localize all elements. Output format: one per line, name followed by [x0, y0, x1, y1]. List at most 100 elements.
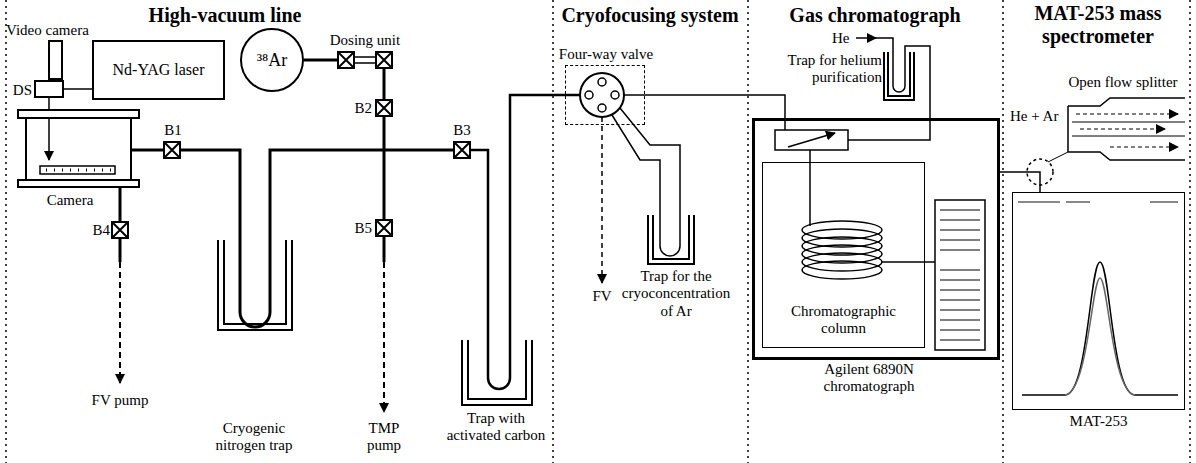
valve-outlet: [624, 94, 645, 96]
helium-arrow: [856, 37, 876, 39]
chromatograph-box: Agilent 6890N chromatographChromatograph…: [752, 118, 1000, 360]
valve-symbol: [164, 142, 180, 158]
valve-symbol: [338, 52, 354, 68]
laser-box: Nd-YAG laser: [92, 40, 225, 100]
valve-label: B4: [86, 222, 110, 239]
valve-label: B1: [161, 122, 185, 139]
valve-label: B5: [348, 220, 372, 237]
dewar: [218, 240, 292, 330]
laser-beam: [48, 98, 50, 160]
node-text: Agilent 6890N chromatograph: [809, 361, 929, 396]
node-text: DS: [13, 82, 32, 99]
valve-port: [598, 104, 606, 112]
text-holder: Nd-YAG laser: [94, 61, 223, 79]
text-holder: Four-way valve: [541, 46, 671, 63]
chamber-flange: [18, 110, 139, 118]
dewar: [884, 52, 914, 100]
ds-box: DS: [34, 80, 64, 98]
valve-rotor: [580, 73, 624, 117]
text-holder: Agilent 6890N chromatograph: [809, 361, 929, 396]
samples: [46, 169, 111, 172]
column-outlet: [882, 261, 935, 263]
dewar: [462, 340, 532, 405]
section-heading: Cryofocusing system: [555, 4, 745, 27]
text-holder: ³⁸Ar: [242, 50, 302, 71]
node-text: Four-way valve: [541, 46, 671, 63]
part-label: Trap for the cryoconcentration of Ar: [616, 268, 736, 320]
chromatograph-drawing: [775, 38, 985, 350]
column-coil: [802, 261, 882, 279]
text-holder: MAT-253: [1013, 413, 1184, 430]
divider: [1002, 0, 1004, 463]
part-label: Open flow splitter: [1058, 74, 1188, 91]
mass-spectrometer-drawing: [1018, 98, 1185, 395]
reactor: [935, 200, 985, 350]
valve-symbol: [376, 100, 392, 116]
valve-symbol: [376, 52, 392, 68]
pump-arrow: [383, 262, 385, 412]
text-holder: DS: [13, 82, 32, 99]
valve-symbol: [454, 142, 470, 158]
valve-symbol: [376, 220, 392, 236]
part-label: Dosing unit: [325, 32, 405, 49]
part-label: FV: [588, 288, 616, 305]
valve-label: B3: [450, 122, 474, 139]
part-label: Cryogenic nitrogen trap: [203, 420, 305, 455]
gas-label: He: [832, 30, 856, 47]
gas-label: He + Ar: [1010, 108, 1066, 125]
dosing-pipe: [354, 57, 376, 63]
section-heading: High-vacuum line: [130, 4, 320, 27]
divider: [5, 0, 7, 463]
column-coil: [802, 253, 882, 271]
flow-arrow: [1110, 147, 1178, 148]
camera-box: Video camera: [48, 40, 63, 80]
sample-holder: [40, 166, 115, 174]
valve-symbol: [454, 142, 470, 158]
detail-leader: [1048, 152, 1068, 162]
divider: [747, 0, 749, 463]
trap-tube: [612, 108, 680, 256]
part-label: Trap for helium purification: [780, 52, 882, 87]
valve-box: Four-way valve: [565, 65, 645, 125]
valve-port: [611, 91, 619, 99]
peak-curve: [1065, 278, 1135, 395]
part-label: FV pump: [84, 392, 156, 409]
valve-port: [585, 91, 593, 99]
oven-box: Chromatographic column: [762, 162, 925, 348]
connector: [1000, 172, 1040, 192]
section-dividers: [6, 0, 1190, 463]
node-text: MAT-253: [1013, 413, 1184, 430]
part-label: TMP pump: [362, 420, 406, 455]
vacuum-line: [18, 57, 580, 412]
section-heading: Gas chromatograph: [750, 4, 1000, 27]
divider: [552, 0, 554, 463]
node-text: ³⁸Ar: [242, 50, 302, 71]
injector-arrow: [788, 133, 835, 147]
injector: [775, 130, 848, 150]
ms-screen: MAT-253: [1012, 192, 1185, 410]
valve-symbol: [338, 52, 354, 68]
valve-symbol: [112, 222, 128, 238]
valve-symbol: [164, 142, 180, 158]
dewar: [648, 215, 694, 264]
screen-toolbar: [1018, 201, 1178, 203]
peak-curve: [1022, 262, 1178, 395]
valve-port: [598, 78, 606, 86]
valve-symbol: [376, 52, 392, 68]
node-text: Video camera: [6, 22, 89, 39]
section-heading: MAT-253 mass spectrometer: [1008, 2, 1188, 48]
cryofocusing-drawing: [580, 73, 694, 283]
flow-arrow: [1076, 114, 1178, 115]
gas-cylinder: ³⁸Ar: [240, 28, 304, 92]
part-label: Trap with activated carbon: [440, 410, 552, 445]
connector: [64, 88, 92, 90]
valve-symbol: [376, 220, 392, 236]
divider: [1189, 0, 1191, 463]
pump-arrow: [601, 117, 603, 283]
splitter-tube: [1068, 98, 1185, 160]
reactor-fins: [940, 210, 980, 340]
chamber-body: [26, 118, 131, 180]
node-text: Chromatographic column: [781, 303, 906, 338]
flow-arrow: [1080, 129, 1165, 130]
